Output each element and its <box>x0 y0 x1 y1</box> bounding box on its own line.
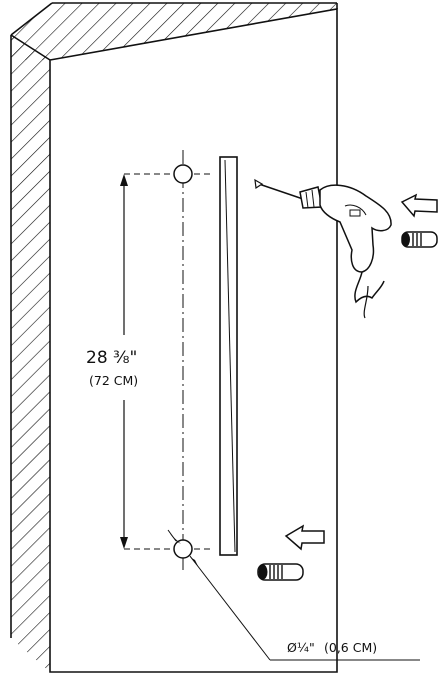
towel-rail <box>219 156 238 556</box>
wall-front-face <box>49 8 338 673</box>
hole-size-label-imperial: Ø¼" <box>287 640 315 655</box>
hole-size-label-metric: (0,6 CM) <box>324 640 377 655</box>
hole-size-leader <box>167 529 420 661</box>
spacing-dimension-line <box>120 174 128 549</box>
arrow-icon <box>400 193 438 218</box>
wall-top-face-hatched <box>11 3 337 60</box>
arrow-icon-lower <box>284 524 325 551</box>
spacing-label-imperial: 28 ⅜" <box>86 348 137 368</box>
mounting-centerline <box>124 150 214 570</box>
wall-anchor-icon-lower <box>257 563 304 581</box>
drill-icon <box>254 178 392 319</box>
wall <box>10 2 338 673</box>
bottom-mounting-hole <box>173 539 193 559</box>
top-mounting-hole <box>173 164 193 184</box>
wall-anchor-icon <box>401 231 438 248</box>
spacing-label-metric: (72 CM) <box>89 373 138 388</box>
wall-side-face-hatched <box>11 35 50 672</box>
